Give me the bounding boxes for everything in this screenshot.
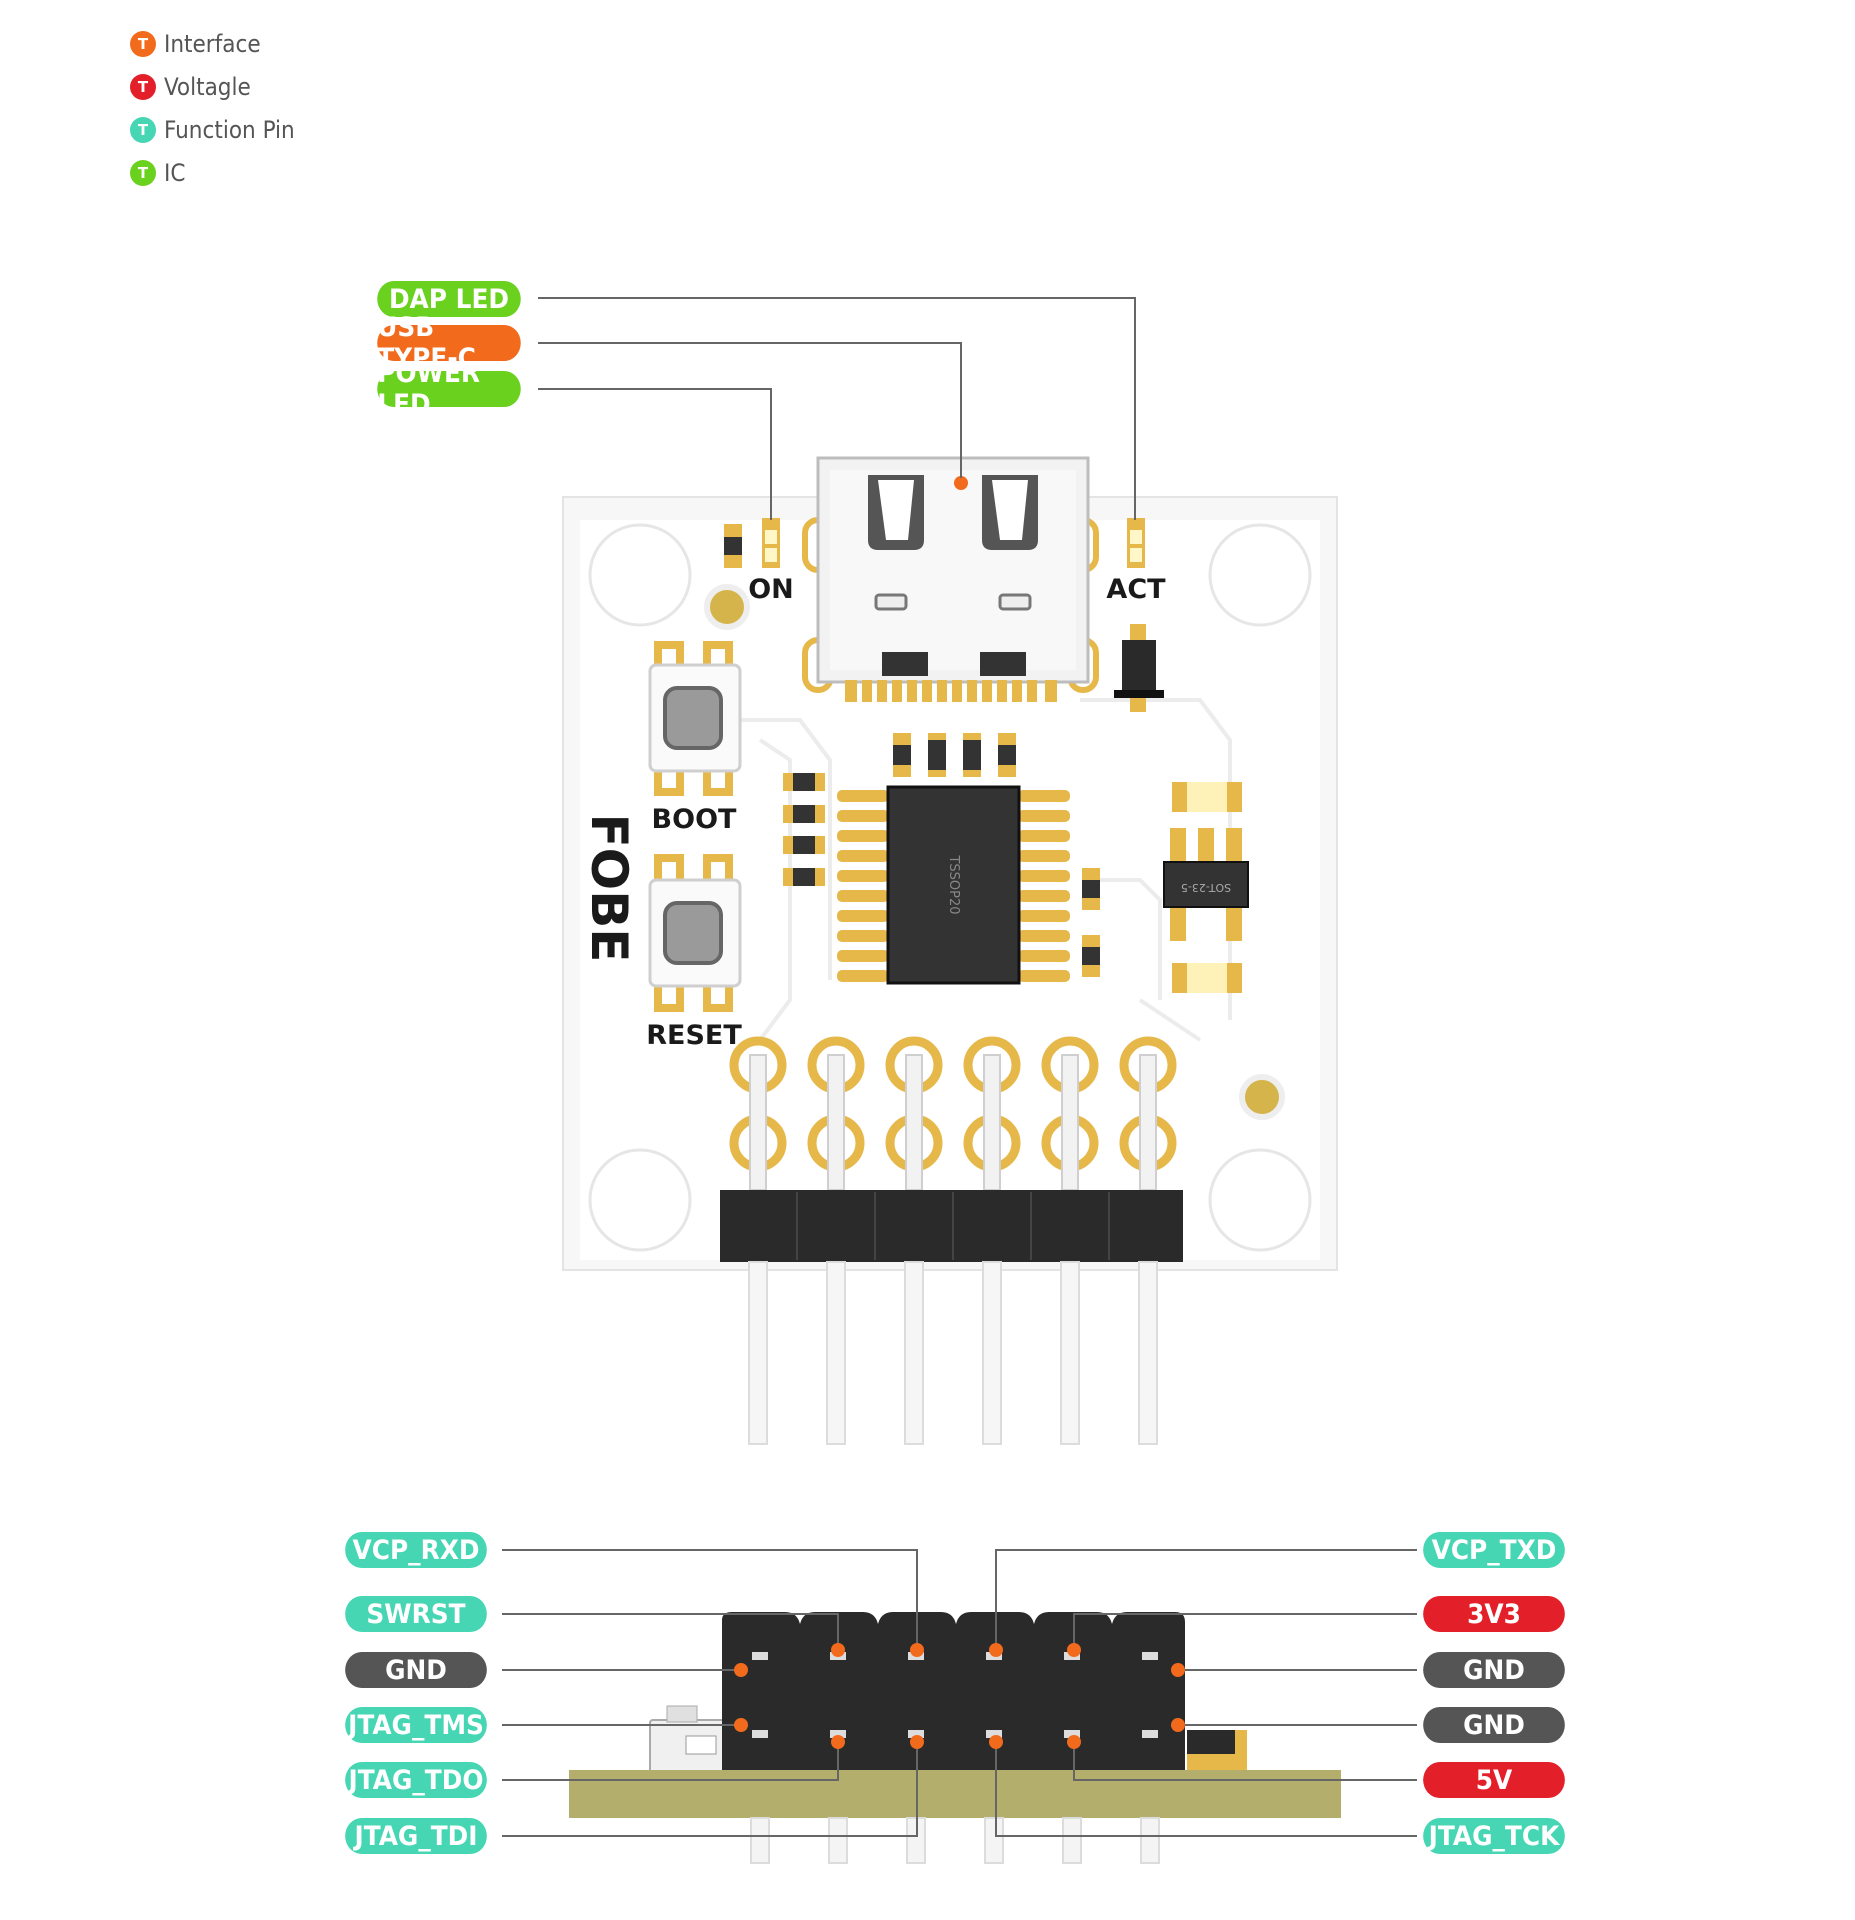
legend-marker-icon: T <box>130 159 156 186</box>
pin-label-swrst: SWRST <box>345 1596 487 1632</box>
diode <box>1114 624 1164 712</box>
pin-label-3v3: 3V3 <box>1423 1596 1565 1632</box>
legend-item-voltage: T Voltagle <box>130 65 295 108</box>
pin-label-jtag-tdo: JTAG_TDO <box>345 1762 487 1798</box>
legend-label: Function Pin <box>164 115 295 144</box>
header-pads <box>729 1036 1177 1191</box>
legend-marker-icon: T <box>130 116 156 143</box>
boot-label: BOOT <box>652 804 737 835</box>
pin-label-gnd-left: GND <box>345 1652 487 1688</box>
usb-type-c-connector <box>802 456 1099 702</box>
resistor-row <box>893 733 1016 777</box>
pcb-side-view <box>569 1612 1341 1864</box>
resistor-array <box>783 773 825 886</box>
legend-label: IC <box>164 158 186 187</box>
on-led <box>724 518 780 568</box>
dap-led-label: DAP LED <box>377 281 521 317</box>
pin-label-gnd-right-1: GND <box>1423 1652 1565 1688</box>
pin-label-gnd-right-2: GND <box>1423 1707 1565 1743</box>
on-led-label: ON <box>748 574 794 605</box>
main-ic-marking: TSSOP20 <box>946 854 961 914</box>
act-led-label: ACT <box>1106 574 1166 605</box>
legend-label: Interface <box>164 29 261 58</box>
act-led <box>1127 518 1145 568</box>
usb-type-c-label: USB TYPE-C <box>377 312 521 374</box>
reset-button-graphic <box>648 854 742 1012</box>
pin-label-vcp-txd: VCP_TXD <box>1423 1532 1565 1568</box>
power-led-label: POWER LED <box>377 358 521 420</box>
pin-label-jtag-tdi: JTAG_TDI <box>345 1818 487 1854</box>
boot-button-graphic <box>648 641 742 796</box>
reset-label: RESET <box>646 1020 742 1051</box>
pin-label-5v: 5V <box>1423 1762 1565 1798</box>
leader-lines-bottom <box>502 1549 1417 1837</box>
legend-marker-icon: T <box>130 30 156 57</box>
legend-marker-icon: T <box>130 73 156 100</box>
legend-label: Voltagle <box>164 72 251 101</box>
usb-marker-dot <box>954 476 968 490</box>
pin-marker-dots <box>734 1643 1185 1749</box>
capacitors <box>1082 782 1242 993</box>
legend-item-function-pin: T Function Pin <box>130 108 295 151</box>
legend: T Interface T Voltagle T Function Pin T … <box>130 22 295 194</box>
pin-label-jtag-tms: JTAG_TMS <box>345 1707 487 1743</box>
pin-label-jtag-tck: JTAG_TCK <box>1423 1818 1565 1854</box>
legend-item-ic: T IC <box>130 151 295 194</box>
pin-label-vcp-rxd: VCP_RXD <box>345 1532 487 1568</box>
brand-logo: FOBE <box>580 814 638 963</box>
legend-item-interface: T Interface <box>130 22 295 65</box>
main-ic <box>837 785 1070 985</box>
regulator-marking: SOT-23-5 <box>1181 881 1231 894</box>
header-connector <box>720 1190 1183 1445</box>
regulator-ic <box>1163 828 1249 941</box>
leader-lines-top <box>538 297 1136 520</box>
